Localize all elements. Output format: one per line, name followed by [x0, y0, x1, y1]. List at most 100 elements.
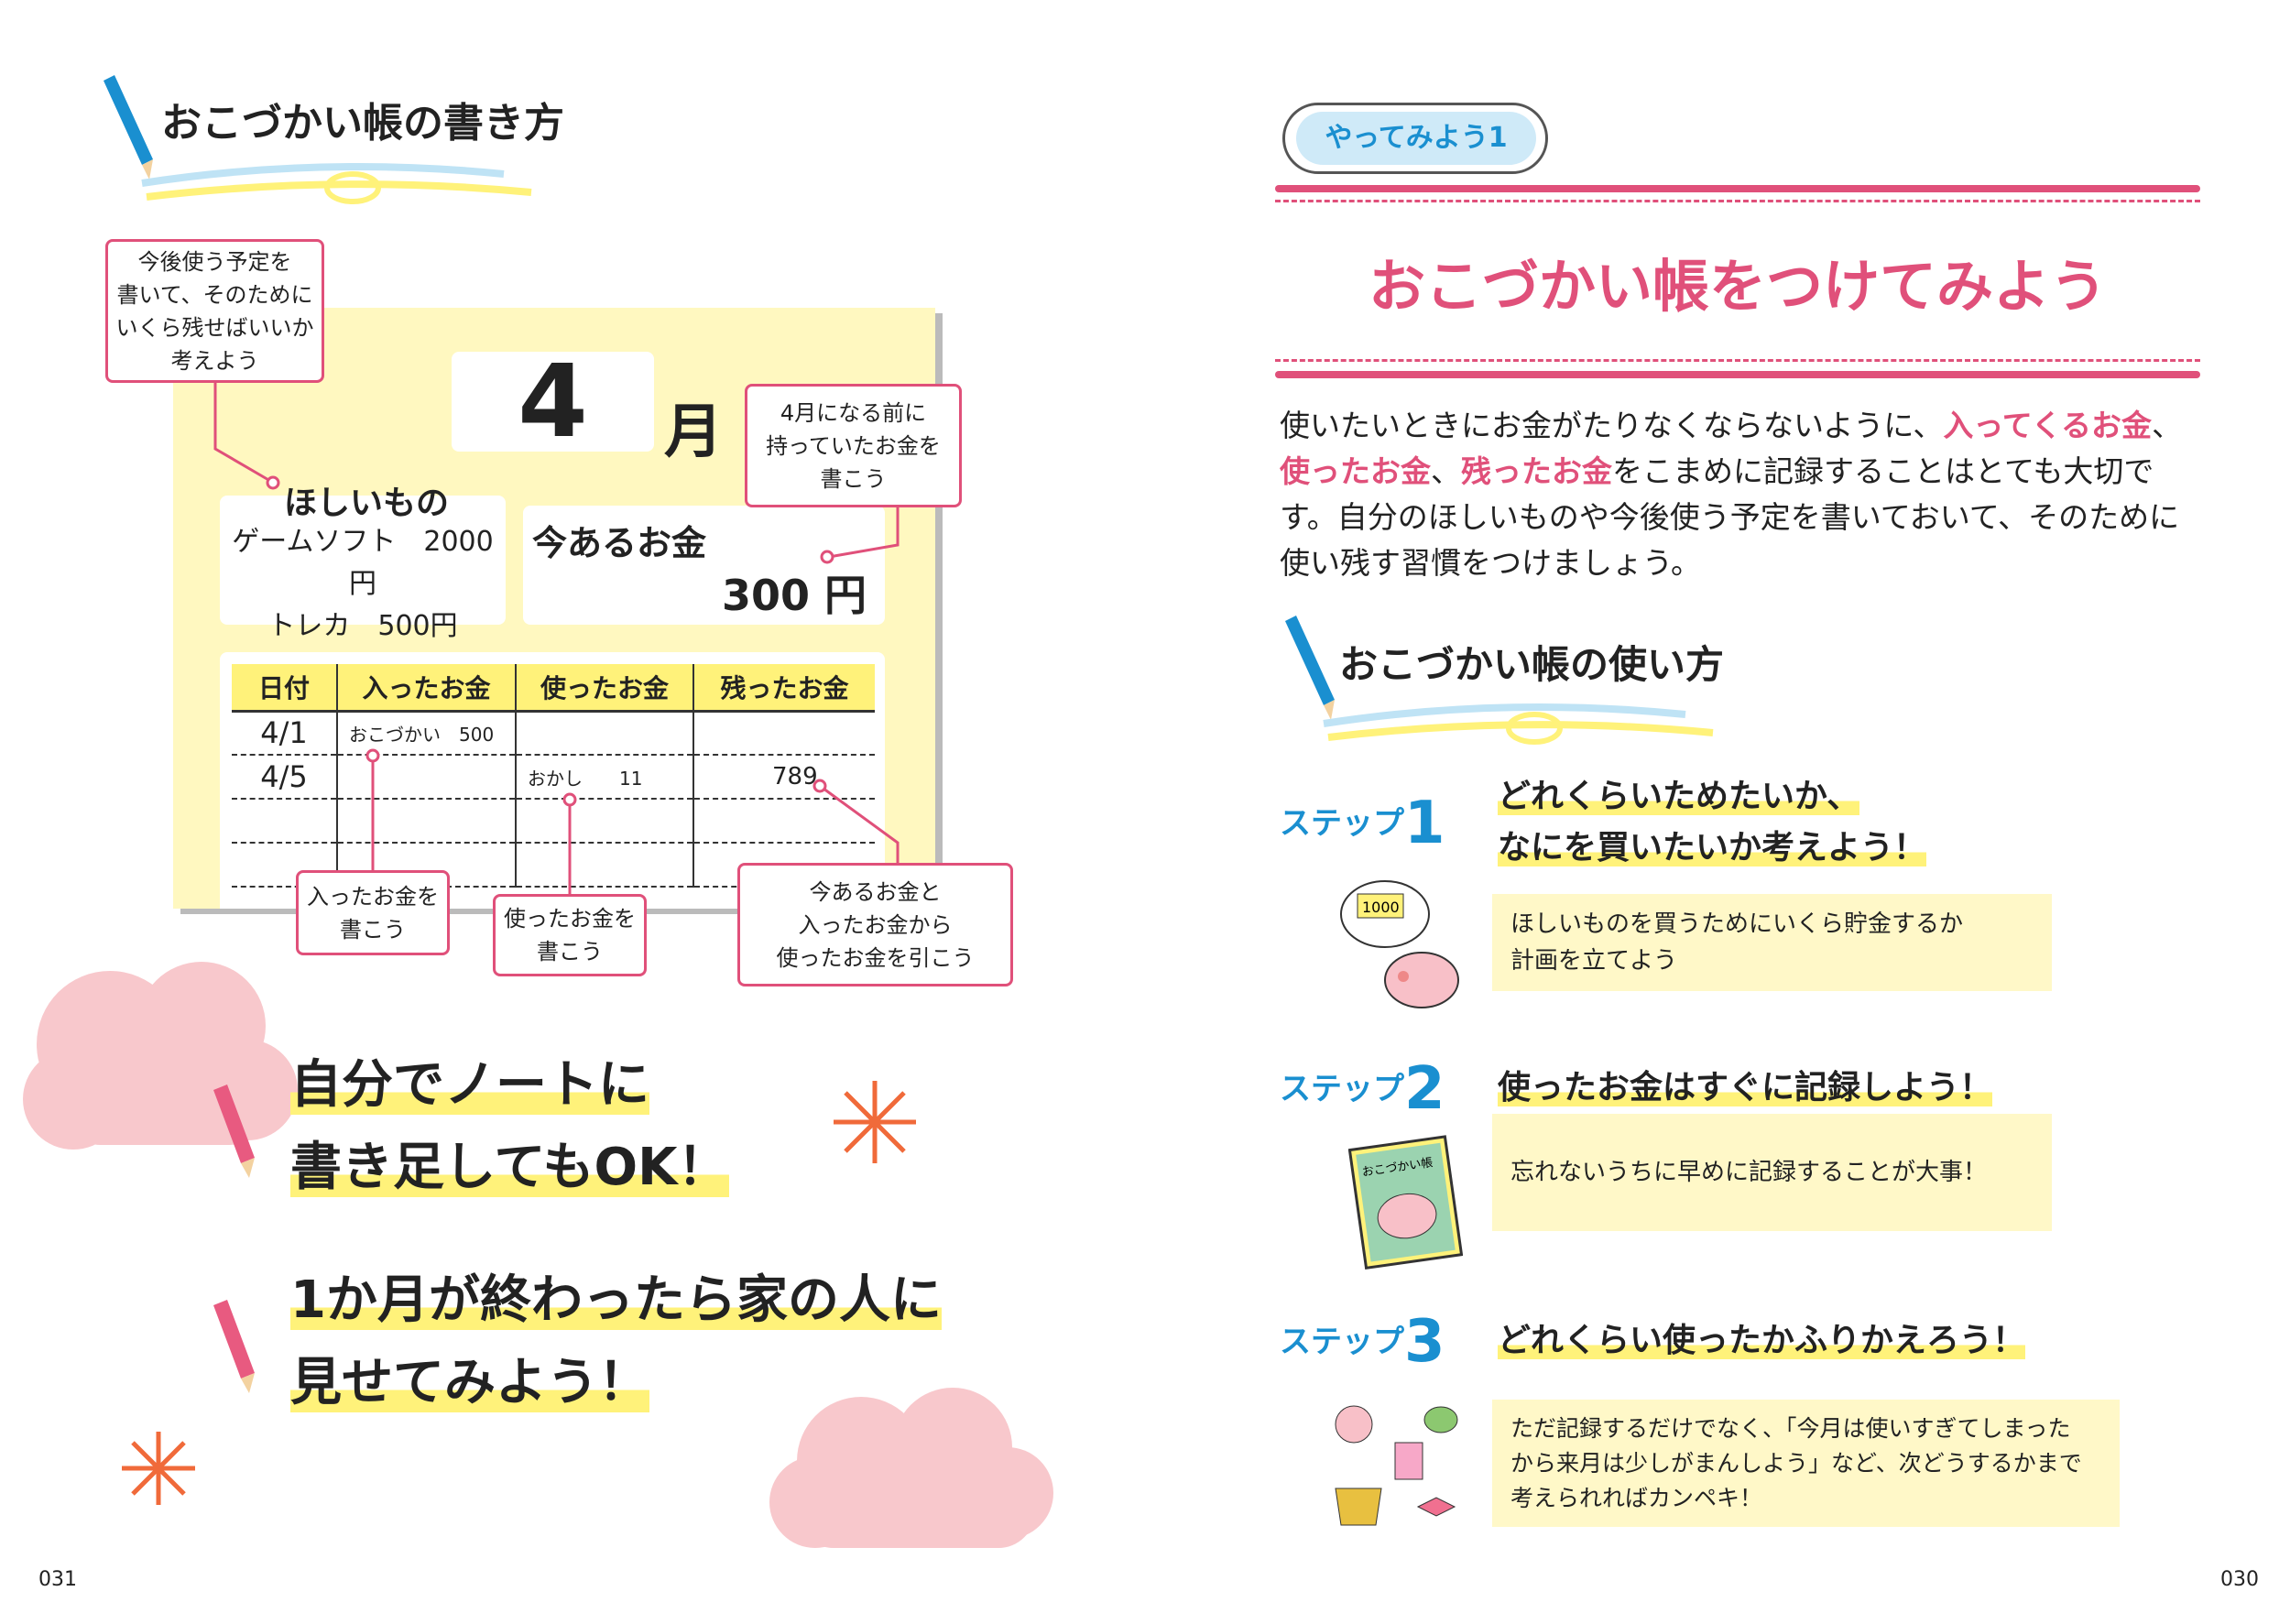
step-2-label: ステップ2: [1280, 1055, 1445, 1123]
wishlist-heading: ほしいもの: [284, 485, 450, 522]
page-number-left: 031: [38, 1568, 77, 1591]
wishlist-box: ゲームソフト 2000円 トレカ 500円: [220, 496, 506, 642]
step-3-label: ステップ3: [1280, 1308, 1445, 1376]
cell: おかし 11: [516, 755, 694, 799]
callout-line: 入ったお金から: [798, 911, 953, 938]
note-line: ただ記録するだけでなく、「今月は使いすぎてしまった: [1510, 1414, 2071, 1442]
tip-show-family: 1か月が終わったら家の人に 見せてみよう！: [290, 1259, 942, 1424]
tip-line: 見せてみよう！: [290, 1353, 649, 1412]
title-rule-dashed: [1275, 359, 2200, 362]
month-number: 4: [452, 351, 654, 452]
current-money-label: 今あるお金: [532, 523, 707, 563]
note-line: 計画を立てよう: [1510, 947, 1678, 975]
step-1-note: ほしいものを買うためにいくら貯金するか計画を立てよう: [1492, 894, 2052, 991]
allowance-book-illustration: おこづかい帳: [1348, 1135, 1463, 1270]
ledger-table: 日付 入ったお金 使ったお金 残ったお金 4/1 おこづかい 500 4/5 お…: [232, 664, 875, 888]
table-row: [232, 799, 875, 843]
bill-text: 1000: [1362, 899, 1400, 916]
callout-line: 入ったお金を: [307, 883, 439, 910]
note-line: 忘れないうちに早めに記録することが大事！: [1510, 1159, 1988, 1186]
current-money-value: 300 円: [721, 571, 867, 620]
step-3-note: ただ記録するだけでなく、「今月は使いすぎてしまったから来月は少しがまんしよう」な…: [1492, 1400, 2120, 1527]
callout-line: 書こう: [537, 939, 603, 965]
step-word: ステップ: [1280, 805, 1404, 842]
try-it-badge: やってみよう1: [1296, 112, 1536, 165]
page-number-right: 030: [2220, 1568, 2259, 1591]
section-title: おこづかい帳の使い方: [1339, 642, 1725, 687]
piggy-bank-illustration: 1000: [1340, 880, 1459, 1008]
step-word: ステップ: [1280, 1324, 1404, 1360]
current-money-box: 今あるお金 300 円: [523, 506, 885, 625]
intro-text: 、: [1431, 453, 1461, 489]
tip-write-more: 自分でノートに 書き足してもOK！: [290, 1044, 729, 1209]
callout-income: 入ったお金を書こう: [296, 870, 450, 955]
intro-text: 使いたいときにお金がたりなくならないように、: [1280, 408, 1944, 443]
intro-paragraph: 使いたいときにお金がたりなくならないように、入ってくるお金、使ったお金、残ったお…: [1280, 403, 2205, 586]
intro-highlight: 残ったお金: [1461, 453, 1612, 489]
callout-before: 4月になる前に持っていたお金を書こう: [745, 384, 962, 507]
note-line: ほしいものを買うためにいくら貯金するか: [1510, 910, 1964, 938]
step-number: 2: [1404, 1055, 1445, 1123]
cell: おこづかい 500: [337, 711, 517, 755]
ledger-header-row: 日付 入ったお金 使ったお金 残ったお金: [232, 664, 875, 711]
step-word: ステップ: [1280, 1071, 1404, 1107]
title-swash: [1323, 703, 1714, 745]
callout-line: 考えよう: [170, 347, 259, 374]
step-2-headline: 使ったお金はすぐに記録しよう！: [1498, 1063, 1993, 1114]
pink-pencil-icon: [213, 1300, 255, 1393]
intro-highlight: 入ってくるお金: [1943, 408, 2153, 443]
header-date: 日付: [232, 664, 338, 711]
badge-outline: [1282, 103, 1548, 174]
callout-line: いくら残せばいいか: [115, 314, 314, 341]
wishlist-item: ゲームソフト 2000円: [232, 526, 494, 600]
right-title: おこづかい帳をつけてみよう: [1368, 253, 2107, 320]
header-spent: 使ったお金: [516, 664, 694, 711]
callout-line: 4月になる前に: [780, 399, 927, 426]
headline-line: どれくらいためたいか、: [1498, 778, 1860, 815]
intro-text: をこまめに記録することはとても大切です。自分のほしいものや今後使う予定を書いてお…: [1280, 453, 2180, 581]
cell: 4/5: [232, 755, 338, 799]
callout-plan: 今後使う予定を書いて、そのためにいくら残せばいいか考えよう: [105, 239, 324, 383]
callout-line: 今後使う予定を: [137, 248, 292, 275]
cell: 789: [772, 763, 818, 790]
step-1-headline: どれくらいためたいか、なにを買いたいか考えよう！: [1498, 771, 1927, 874]
tip-line: 1か月が終わったら家の人に: [290, 1270, 942, 1330]
header-remaining: 残ったお金: [720, 672, 849, 703]
tip-line: 書き足してもOK！: [290, 1138, 729, 1197]
table-row: 4/1 おこづかい 500: [232, 711, 875, 755]
callout-line: 使ったお金を: [504, 906, 636, 932]
callout-line: 持っていたお金を: [766, 432, 941, 459]
cell: [516, 711, 694, 755]
note-line: 考えられればカンペキ！: [1510, 1484, 1763, 1511]
step-number: 3: [1404, 1308, 1445, 1376]
title-rule-top: [1275, 185, 2200, 192]
callout-remaining: 今あるお金と入ったお金から使ったお金を引こう: [737, 863, 1013, 986]
callout-spent: 使ったお金を書こう: [493, 894, 647, 976]
callout-line: 使ったお金を引こう: [776, 944, 975, 971]
purchases-illustration: [1335, 1405, 1458, 1526]
callout-line: 書こう: [340, 916, 406, 943]
title-rule-bottom: [1275, 371, 2200, 378]
intro-highlight: 使ったお金: [1280, 453, 1431, 489]
step-1-label: ステップ1: [1280, 790, 1445, 857]
callout-line: 今あるお金と: [809, 878, 942, 905]
note-line: から来月は少しがまんしよう」など、次どうするかまで: [1510, 1449, 2082, 1477]
callout-leader-lines: [213, 383, 900, 894]
title-swash: [141, 163, 532, 204]
left-title: おこづかい帳の書き方: [161, 100, 564, 147]
callout-line: 書いて、そのために: [116, 281, 313, 308]
intro-text: 、: [2152, 408, 2183, 443]
step-2-note: 忘れないうちに早めに記録することが大事！: [1492, 1114, 2052, 1231]
callout-line: 書こう: [820, 465, 887, 492]
wishlist-item: トレカ 500円: [267, 610, 458, 642]
table-row: 4/5 おかし 11 789: [232, 755, 875, 799]
pink-pencil-icon: [213, 1084, 255, 1178]
headline-line: どれくらい使ったかふりかえろう！: [1498, 1322, 2026, 1359]
step-3-headline: どれくらい使ったかふりかえろう！: [1498, 1315, 2026, 1367]
headline-line: なにを買いたいか考えよう！: [1498, 829, 1927, 866]
blue-pencil-icon: [1285, 616, 1335, 720]
title-rule-dashed: [1275, 200, 2200, 202]
month-label: 月: [664, 398, 723, 466]
headline-line: 使ったお金はすぐに記録しよう！: [1498, 1069, 1993, 1106]
cell: [337, 755, 517, 799]
